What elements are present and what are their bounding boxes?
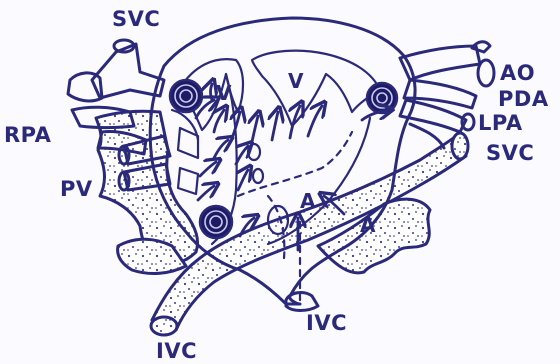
- label-ivc-left: IVC: [156, 339, 197, 363]
- flow-arrow: [252, 116, 258, 142]
- flow-arrow: [238, 170, 248, 190]
- label-svc-top: SVC: [112, 7, 160, 31]
- ivc-center-stub: [286, 293, 318, 311]
- occluder-coil-icon: [170, 80, 202, 112]
- label-lpa: LPA: [478, 111, 523, 135]
- flow-arrow: [211, 84, 213, 100]
- occluder-coil-icon: [200, 206, 232, 238]
- label-ao: AO: [500, 61, 535, 85]
- flow-arrow: [200, 162, 216, 176]
- svc-left-stub: [68, 73, 102, 101]
- occluder-coil-icon: [367, 83, 397, 113]
- label-a-right: A: [360, 213, 376, 237]
- aorta-opening: [478, 60, 494, 86]
- label-svc-right: SVC: [486, 141, 534, 165]
- ivc-left-opening: [151, 317, 177, 335]
- pv-inner-tube-2: [178, 168, 198, 194]
- flow-arrow: [214, 140, 228, 158]
- label-v-left: V: [216, 81, 232, 105]
- label-v-right: V: [288, 69, 304, 93]
- label-ivc-center: IVC: [306, 311, 347, 335]
- flow-arrow: [198, 186, 214, 200]
- flow-arrow: [214, 110, 224, 132]
- atrial-dashed-boundary: [238, 132, 352, 196]
- flow-arrow: [272, 112, 278, 140]
- septal-oval-2: [253, 169, 263, 183]
- svc-right-opening: [452, 133, 468, 159]
- label-pda: PDA: [498, 87, 549, 111]
- septal-oval-1: [248, 144, 260, 160]
- flow-arrow: [236, 146, 248, 164]
- label-pv: PV: [60, 177, 93, 201]
- label-a-center: A: [300, 189, 316, 213]
- label-rpa: RPA: [4, 123, 52, 147]
- lpa-branch: [410, 124, 444, 148]
- flow-arrow: [308, 106, 322, 136]
- pda-cap: [472, 42, 490, 52]
